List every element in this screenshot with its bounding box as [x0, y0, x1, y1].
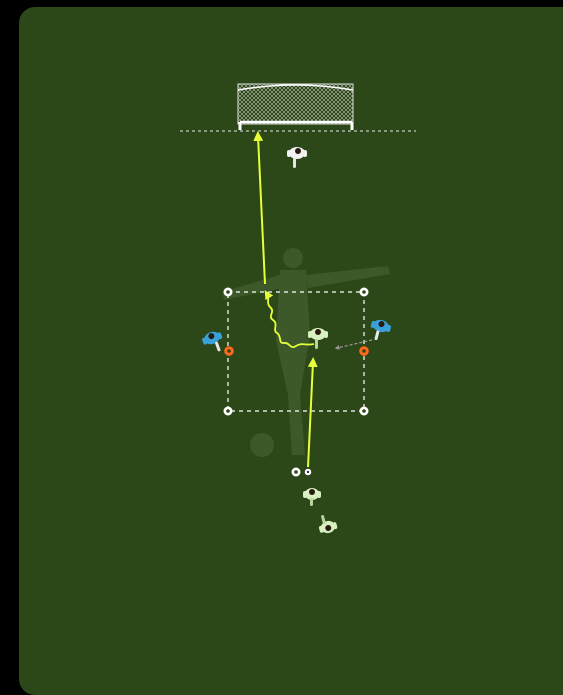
corner-marker [360, 407, 369, 416]
lateral-pass-arrow [337, 340, 372, 348]
attacker-with-ball [303, 488, 321, 506]
orange-cone [359, 346, 369, 356]
attacker-queue [316, 512, 338, 535]
corner-marker [360, 288, 369, 297]
pass-arrow [308, 362, 313, 467]
defender-left [201, 329, 227, 356]
start-marker [292, 468, 301, 477]
corner-marker [224, 407, 233, 416]
orange-cone [224, 346, 234, 356]
goalkeeper [287, 147, 307, 168]
defender-right [367, 318, 392, 343]
corner-marker [224, 288, 233, 297]
ball [304, 468, 311, 475]
shot-arrow [258, 136, 265, 284]
goal-net [238, 84, 353, 130]
attacker-center [308, 328, 328, 349]
